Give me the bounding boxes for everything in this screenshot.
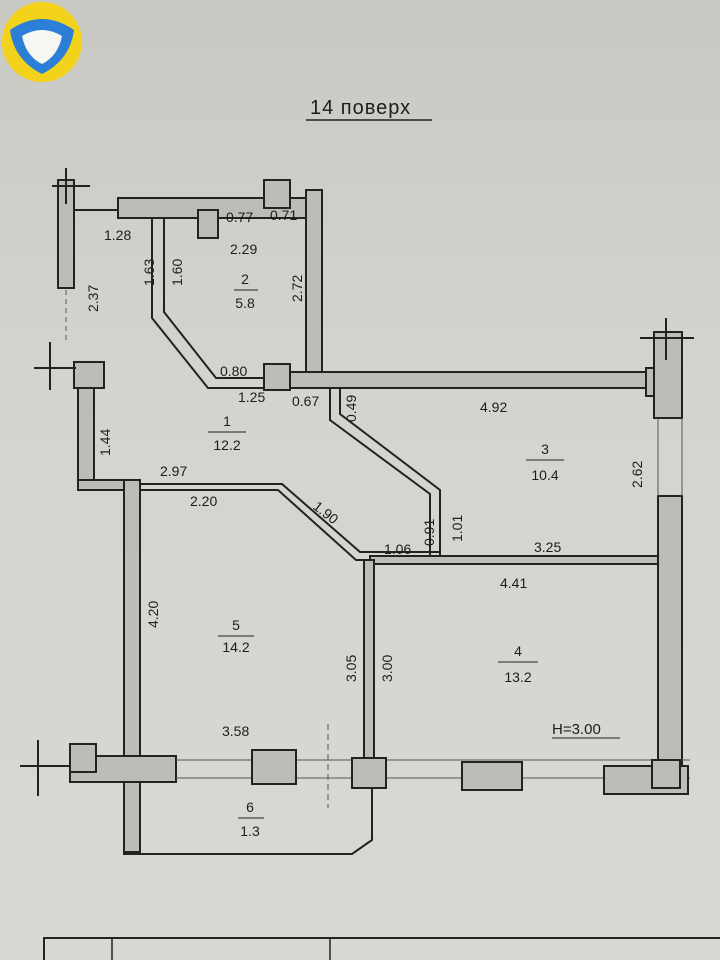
room-number: 5 xyxy=(232,617,240,633)
dim-1-06: 1.06 xyxy=(384,541,411,557)
dim-0-49: 0.49 xyxy=(343,395,359,422)
dim-3-00: 3.00 xyxy=(379,655,395,682)
dim-1-44: 1.44 xyxy=(97,429,113,456)
room-number: 1 xyxy=(223,413,231,429)
dim-1-63: 1.63 xyxy=(141,259,157,286)
room-area: 12.2 xyxy=(213,437,240,453)
room-1-label: 1 12.2 xyxy=(208,413,246,453)
dim-0-91: 0.91 xyxy=(421,519,437,546)
dim-1-01: 1.01 xyxy=(449,515,465,542)
room-2-label: 2 5.8 xyxy=(234,271,258,311)
dim-2-37: 2.37 xyxy=(85,285,101,312)
room-number: 2 xyxy=(241,271,249,287)
dim-2-29: 2.29 xyxy=(230,241,257,257)
dim-2-97: 2.97 xyxy=(160,463,187,479)
dim-0-71: 0.71 xyxy=(270,207,297,223)
dim-3-25: 3.25 xyxy=(534,539,561,555)
dim-0-77: 0.77 xyxy=(226,209,253,225)
ceiling-height: H=3.00 xyxy=(552,721,601,738)
room-6-label: 6 1.3 xyxy=(238,799,264,839)
dim-0-80: 0.80 xyxy=(220,363,247,379)
room-area: 13.2 xyxy=(504,669,531,685)
dim-1-25: 1.25 xyxy=(238,389,265,405)
room-4-label: 4 13.2 xyxy=(498,643,538,685)
room-number: 3 xyxy=(541,441,549,457)
walls xyxy=(20,168,694,855)
room-area: 5.8 xyxy=(235,295,255,311)
dim-0-67: 0.67 xyxy=(292,393,319,409)
dim-4-41: 4.41 xyxy=(500,575,527,591)
dim-2-20: 2.20 xyxy=(190,493,217,509)
logo-icon xyxy=(2,2,82,82)
room-number: 6 xyxy=(246,799,254,815)
room-area: 14.2 xyxy=(222,639,249,655)
dim-1-28: 1.28 xyxy=(104,227,131,243)
room-area: 1.3 xyxy=(240,823,260,839)
dim-2-72: 2.72 xyxy=(289,275,305,302)
dim-4-92: 4.92 xyxy=(480,399,507,415)
dim-1-60: 1.60 xyxy=(169,259,185,286)
floor-title: 14 поверх xyxy=(310,97,411,119)
dim-4-20: 4.20 xyxy=(145,601,161,628)
room-area: 10.4 xyxy=(531,467,558,483)
stamp-table-edge xyxy=(43,937,720,960)
dim-3-05: 3.05 xyxy=(343,655,359,682)
dim-3-58: 3.58 xyxy=(222,723,249,739)
room-5-label: 5 14.2 xyxy=(218,617,254,655)
room-3-label: 3 10.4 xyxy=(526,441,564,483)
room-number: 4 xyxy=(514,643,522,659)
dim-2-62: 2.62 xyxy=(629,461,645,488)
